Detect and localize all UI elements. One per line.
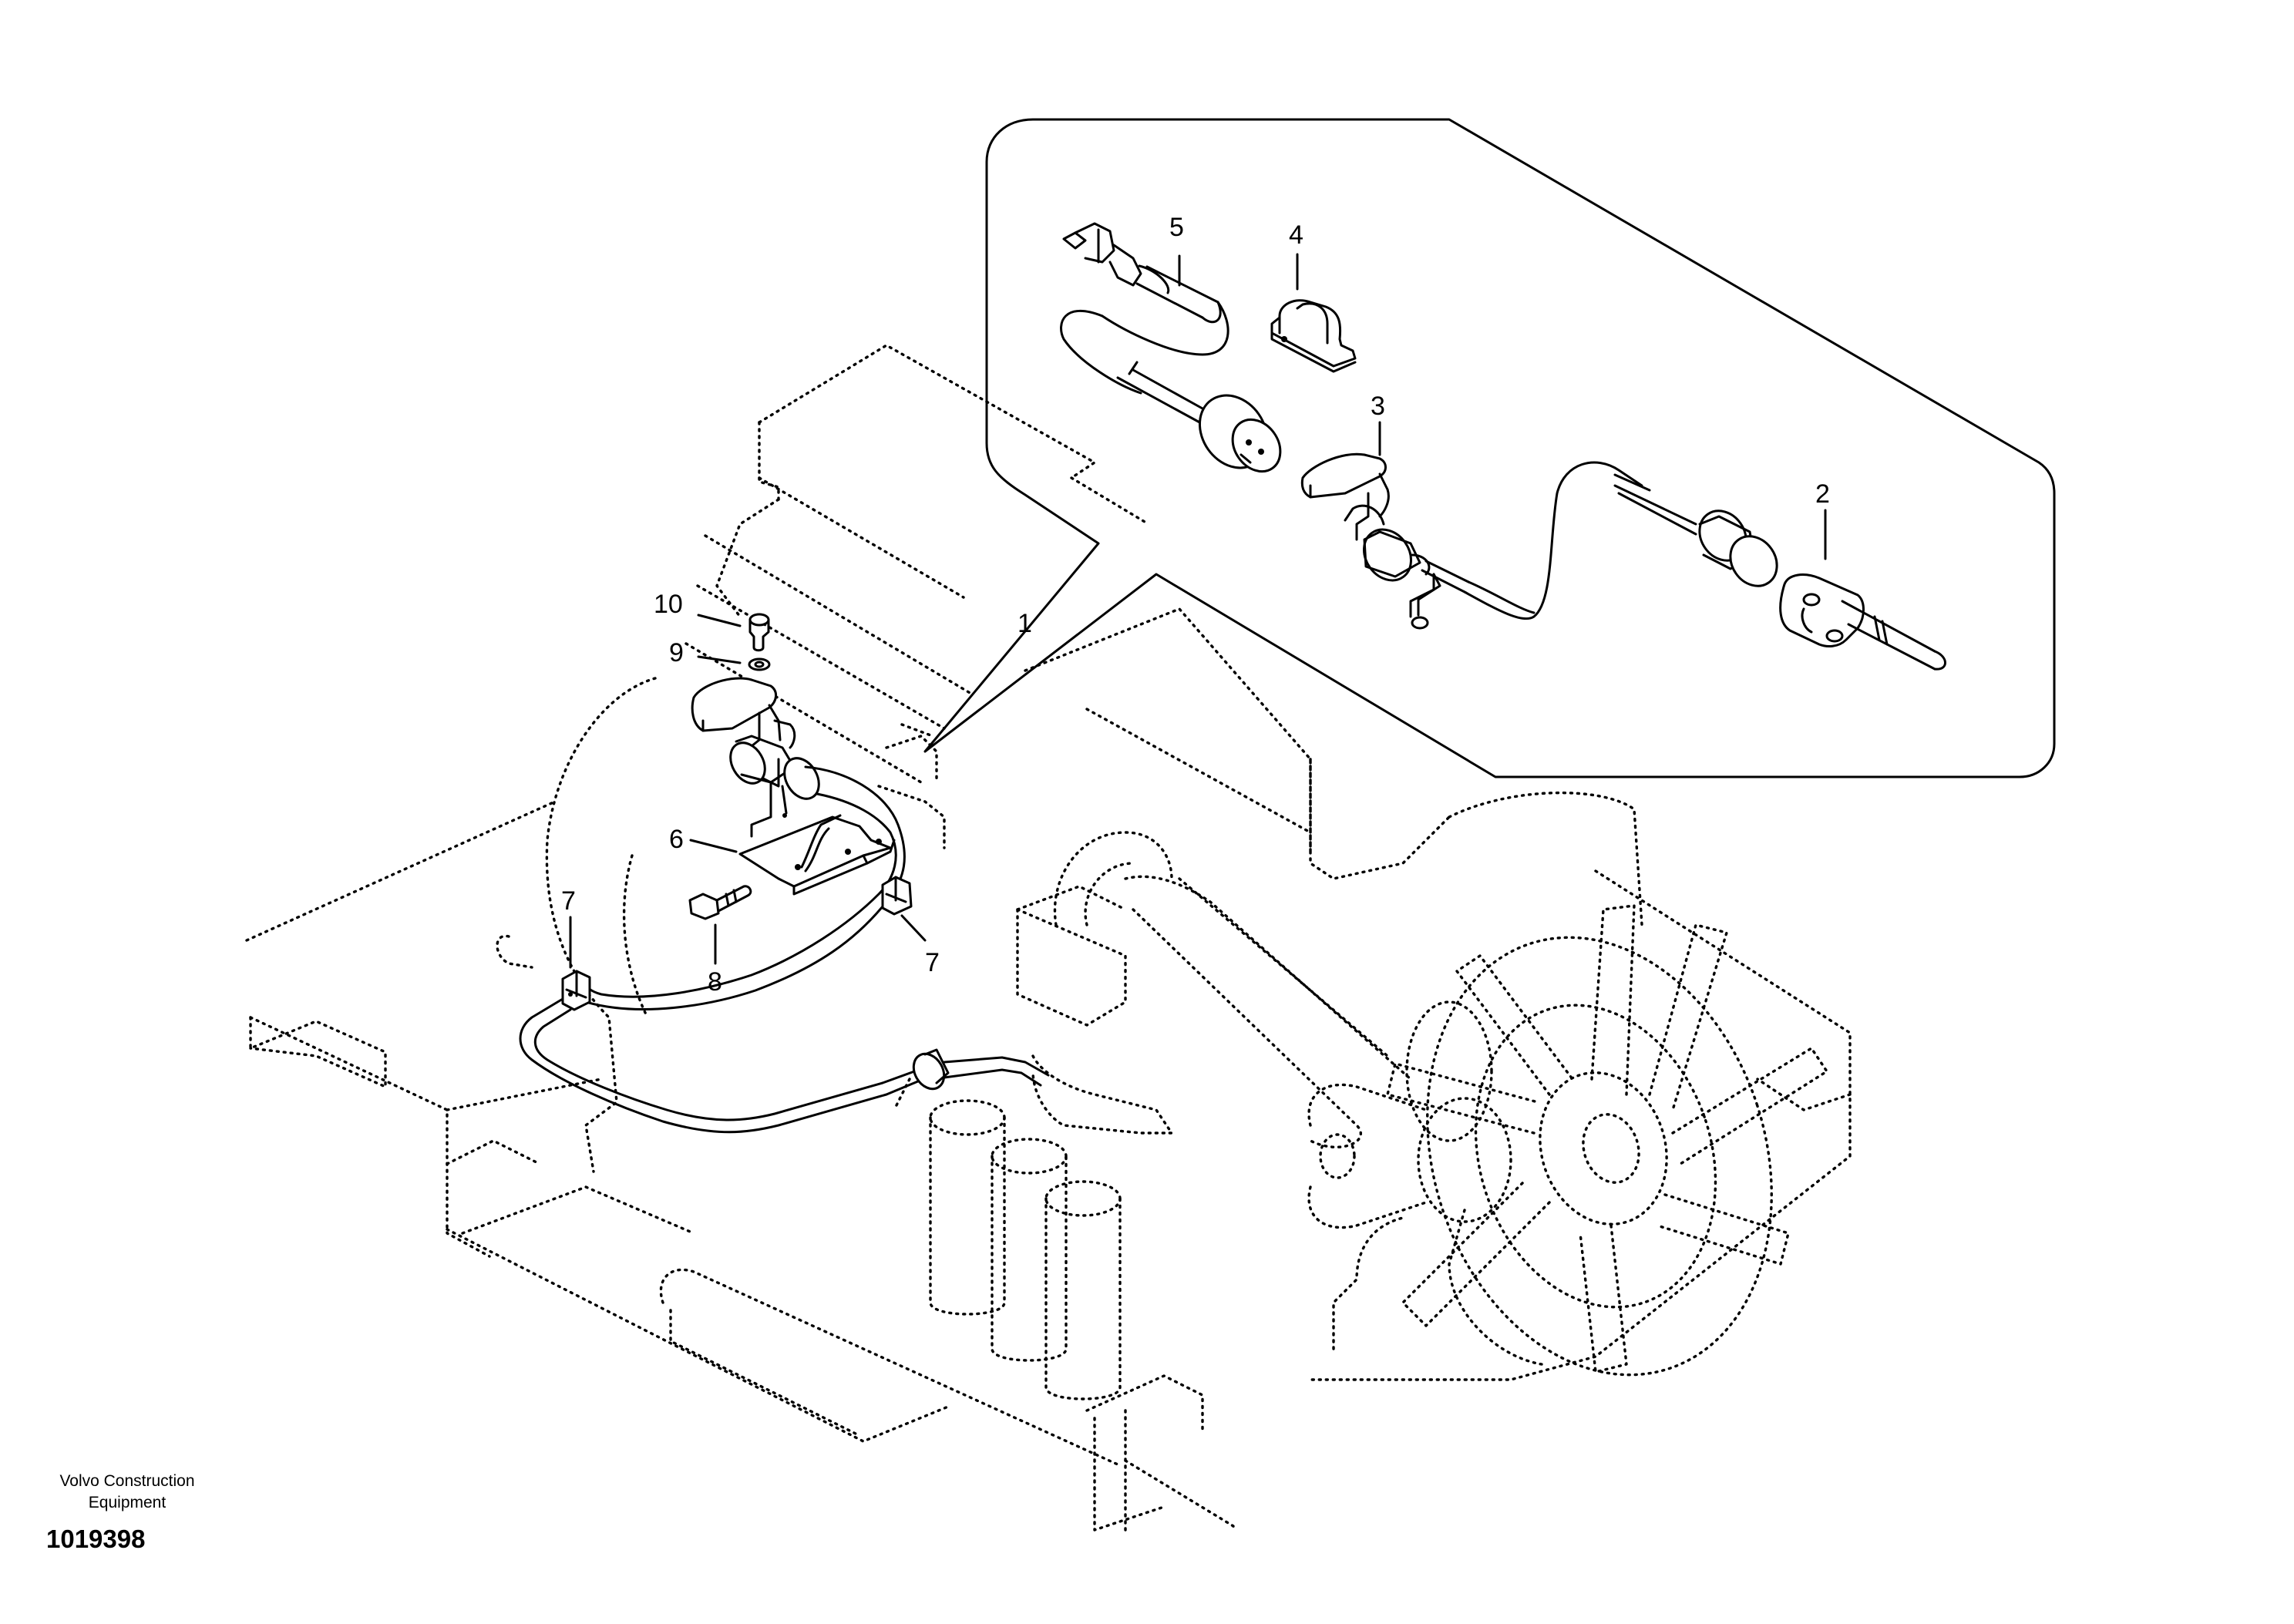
brand-line-1: Volvo Construction	[59, 1472, 194, 1490]
engine-background-outline	[245, 344, 1852, 1532]
callout-10: 10	[654, 590, 683, 619]
callout-3: 3	[1371, 392, 1385, 421]
part-3-sensor-clamp	[1300, 452, 1536, 630]
callout-9: 9	[669, 638, 684, 667]
part-10-bolt	[748, 613, 770, 652]
callout-8: 8	[708, 967, 722, 997]
part-8-bolt	[688, 885, 752, 920]
callout-7-right: 7	[925, 948, 940, 977]
brand-line-2: Equipment	[89, 1494, 166, 1511]
part-9-washer	[748, 657, 771, 671]
fan-outline	[1307, 904, 1828, 1377]
part-7-clip-right	[881, 876, 913, 916]
part-4-clamp	[1270, 299, 1357, 373]
callout-5: 5	[1169, 213, 1184, 242]
part-7-clip-left	[561, 970, 591, 1011]
callout-6: 6	[669, 825, 684, 854]
inset-wire	[1463, 461, 1697, 620]
main-harness	[519, 765, 1050, 1134]
part-5-connector	[1060, 222, 1282, 473]
filter-cylinders	[893, 1078, 1122, 1400]
footer: Volvo Construction Equipment 1019398	[46, 1472, 195, 1553]
callout-2: 2	[1815, 479, 1830, 509]
mounted-sensor	[691, 677, 820, 838]
part-2-temperature-sender	[1698, 509, 1946, 671]
document-number: 1019398	[46, 1525, 145, 1553]
callout-4: 4	[1289, 220, 1303, 250]
callout-7-left: 7	[561, 886, 576, 916]
callout-1: 1	[1018, 609, 1032, 638]
detail-inset-box	[923, 118, 2056, 778]
leader-lines	[569, 253, 1827, 969]
part-6-bracket	[738, 785, 946, 896]
callout-labels: 1 2 3 4 5 6 7 7 8 9 10	[561, 213, 1830, 997]
